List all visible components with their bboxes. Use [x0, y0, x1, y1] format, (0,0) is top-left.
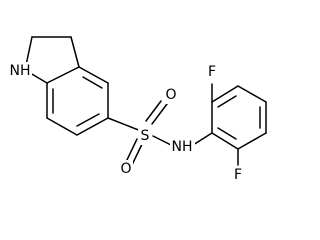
bond-difluoro-6: [211, 132, 239, 150]
aromatic-inner-bond-1: [82, 76, 103, 89]
bond-aryl-2: [78, 66, 109, 84]
oxygen-top-label: O: [165, 87, 176, 103]
bond-aryl-5: [46, 117, 78, 136]
fluorine-bottom-label-background: [232, 166, 245, 184]
oxygen-top-label-background: [164, 86, 178, 104]
fluorine-bottom-label: F: [234, 167, 242, 183]
atom-labels: NH S O O NH F F: [8, 62, 245, 184]
nh-ring-label-background: [8, 62, 32, 80]
bond-sulfur-o-top-2: [151, 103, 168, 125]
oxygen-bottom-label: O: [120, 161, 131, 177]
bonds: [24, 36, 267, 166]
bond-nh-difluorophenyl: [192, 132, 213, 146]
sulfur-label: S: [141, 128, 150, 144]
nh-sulfonamide-label: NH: [172, 139, 193, 155]
fluorine-top-label-background: [206, 63, 219, 81]
nh-sulfonamide-label-background: [170, 137, 195, 155]
bond-ch2-ring-fusion: [70, 36, 80, 68]
bond-aryl-sulfur: [107, 117, 142, 132]
bond-aryl-1: [46, 66, 80, 84]
bond-sulfur-o-bottom-2: [131, 141, 144, 166]
sulfur-label-background: [138, 127, 152, 145]
bond-difluoro-3: [237, 85, 267, 103]
difluoro-inner-bond-3: [217, 127, 237, 140]
aromatic-inner-bond-3: [76, 113, 100, 127]
oxygen-bottom-label-background: [119, 160, 133, 178]
bond-difluoro-2: [211, 85, 239, 103]
bond-sulfur-o-top-1: [145, 100, 162, 122]
fluorine-top-label: F: [208, 64, 216, 80]
bond-sulfur-o-bottom-1: [125, 138, 138, 163]
bond-difluoro-5: [237, 132, 267, 150]
nh-ring-label: NH: [10, 63, 31, 79]
difluoro-inner-bond-1: [217, 95, 237, 108]
chemical-structure-diagram: NH S O O NH F F: [8, 36, 267, 184]
bond-aryl-4: [76, 117, 109, 136]
bond-sulfur-nh: [152, 135, 172, 146]
